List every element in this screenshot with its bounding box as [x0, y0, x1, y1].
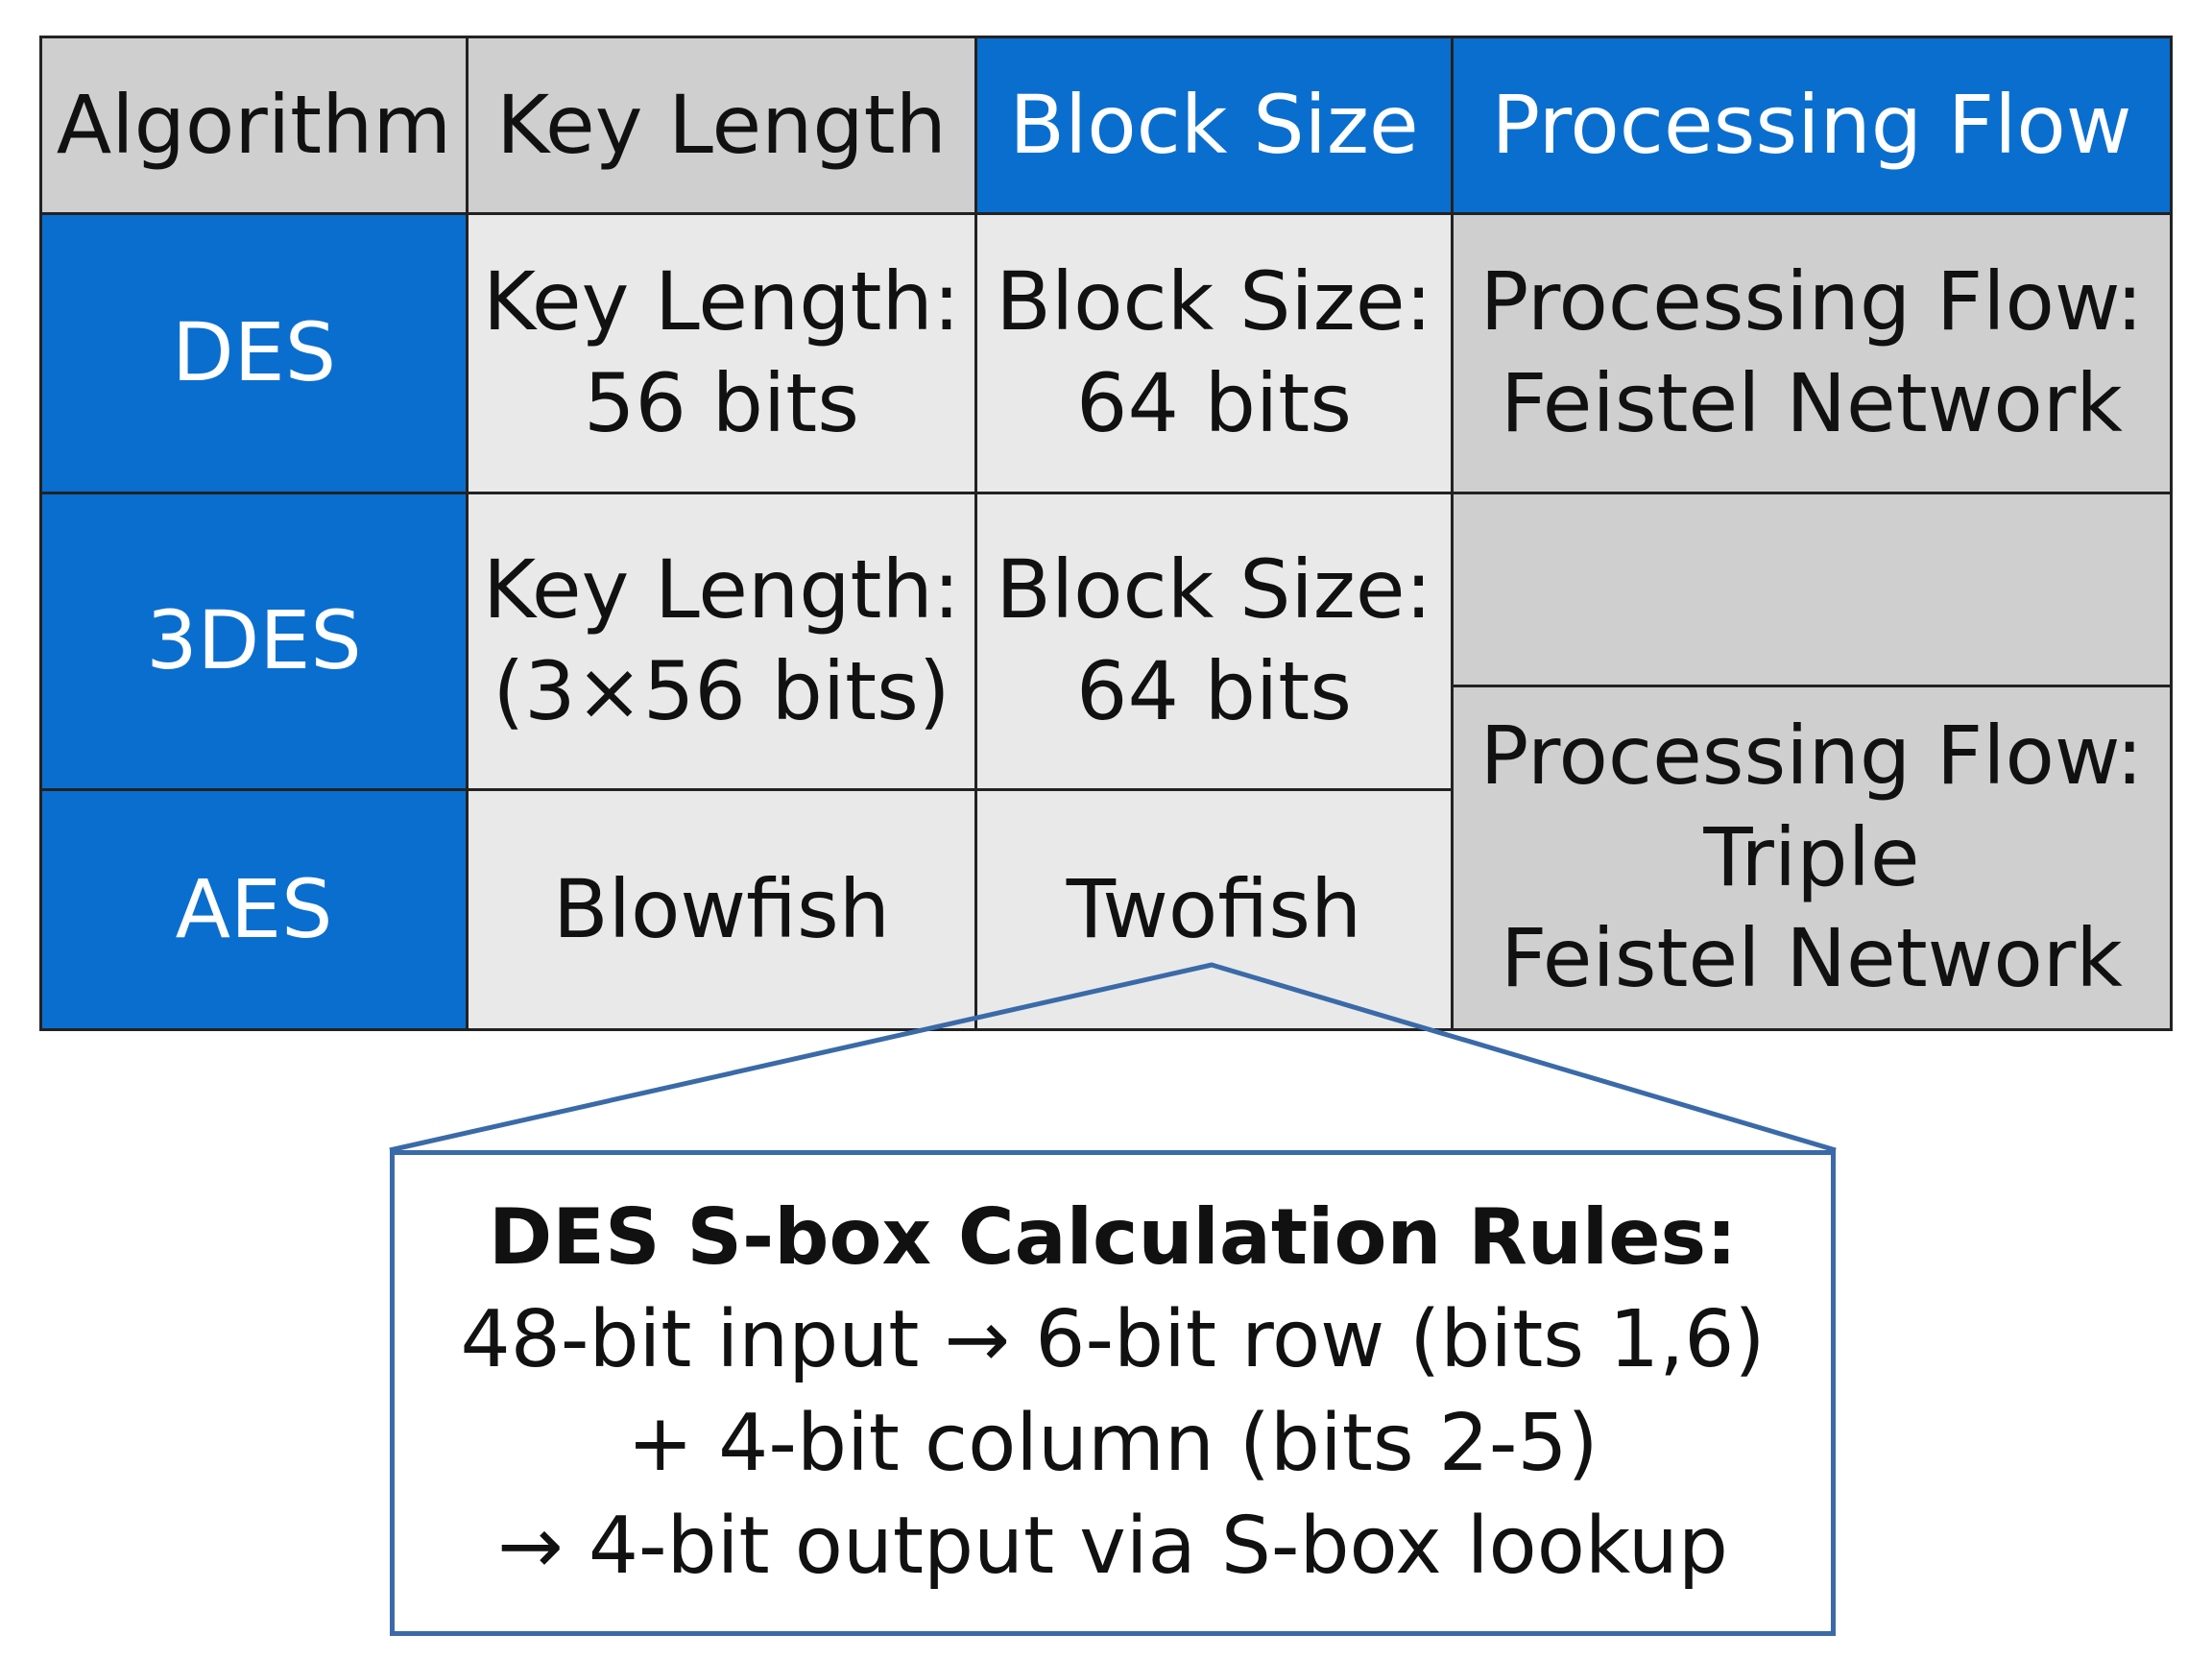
row-des-key-length-line1: Key Length:	[482, 254, 961, 349]
header-algorithm-label: Algorithm	[56, 77, 452, 172]
row-3des-key-length: Key Length: (3×56 bits)	[466, 492, 977, 791]
row-3des-key-length-line1: Key Length:	[482, 542, 961, 637]
header-key-length: Key Length	[466, 36, 977, 215]
row-3des-name: 3DES	[39, 492, 469, 791]
sbox-rules-line1: 48-bit input → 6-bit row (bits 1,6)	[460, 1294, 1766, 1386]
row-3des-flow-line2: Triple	[1703, 809, 1920, 904]
header-processing-flow-label: Processing Flow	[1491, 77, 2132, 172]
row-des-block-size-line2: 64 bits	[1076, 356, 1352, 450]
row-aes-block-cell-label: Twofish	[1066, 861, 1362, 956]
row-aes-key-cell: Blowfish	[466, 788, 977, 1031]
sbox-rules-line2: + 4-bit column (bits 2-5)	[627, 1397, 1599, 1489]
row-aes-name-label: AES	[175, 861, 333, 956]
header-block-size: Block Size	[974, 36, 1454, 215]
row-des-flow-line2: Feistel Network	[1501, 356, 2123, 450]
row-3des-key-length-line2: (3×56 bits)	[493, 644, 950, 738]
row-3des-flow-line1: Processing Flow:	[1479, 708, 2144, 803]
row-3des-flow-line3: Feistel Network	[1501, 911, 2123, 1006]
row-des-processing-flow: Processing Flow: Feistel Network	[1451, 212, 2173, 494]
row-3des-block-size-line2: 64 bits	[1076, 644, 1352, 738]
row-3des-block-size-line1: Block Size:	[996, 542, 1432, 637]
row-des-name: DES	[39, 212, 469, 494]
row-des-flow-line1: Processing Flow:	[1479, 254, 2144, 349]
row-3des-processing-flow: Processing Flow: Triple Feistel Network	[1451, 685, 2173, 1031]
row-3des-block-size: Block Size: 64 bits	[974, 492, 1454, 791]
sbox-rules-line3: → 4-bit output via S-box lookup	[497, 1501, 1728, 1593]
header-key-length-label: Key Length	[496, 77, 947, 172]
row-3des-flow-empty	[1451, 492, 2173, 687]
sbox-rules-title: DES S-box Calculation Rules:	[488, 1192, 1738, 1283]
row-aes-key-cell-label: Blowfish	[553, 861, 890, 956]
row-aes-block-cell: Twofish	[974, 788, 1454, 1031]
row-des-block-size: Block Size: 64 bits	[974, 212, 1454, 494]
row-des-block-size-line1: Block Size:	[996, 254, 1432, 349]
row-des-key-length-line2: 56 bits	[584, 356, 859, 450]
sbox-rules-callout: DES S-box Calculation Rules: 48-bit inpu…	[390, 1150, 1836, 1636]
row-aes-name: AES	[39, 788, 469, 1031]
header-processing-flow: Processing Flow	[1451, 36, 2173, 215]
row-3des-name-label: 3DES	[146, 593, 362, 688]
row-des-name-label: DES	[171, 305, 337, 400]
row-des-key-length: Key Length: 56 bits	[466, 212, 977, 494]
header-algorithm: Algorithm	[39, 36, 469, 215]
header-block-size-label: Block Size	[1009, 77, 1419, 172]
